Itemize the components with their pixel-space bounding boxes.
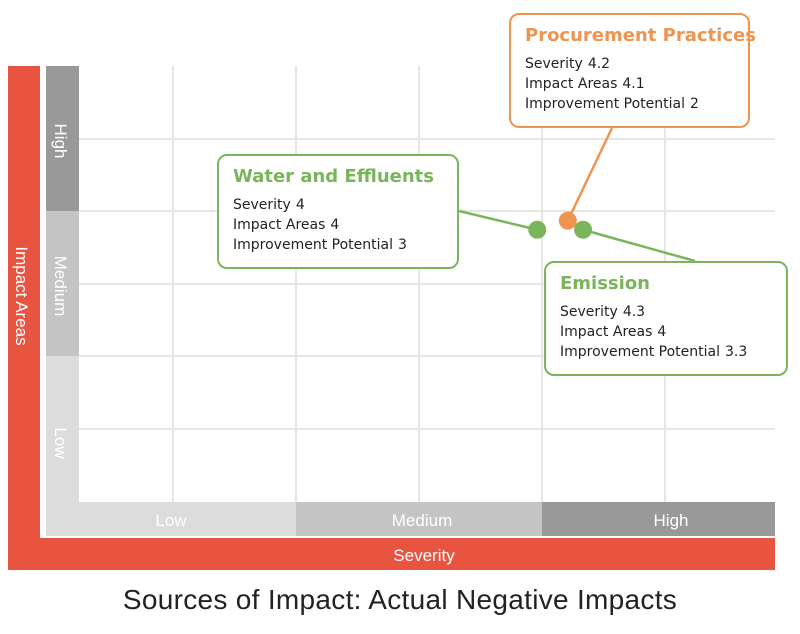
row-value: 4.1	[622, 76, 645, 92]
row-value: 2	[689, 96, 699, 112]
impact-areas-axis-label: Impact Areas	[12, 246, 31, 345]
row-label: Severity	[233, 197, 291, 213]
data-point-emission	[574, 220, 593, 239]
data-point-procurement-practices	[558, 211, 577, 230]
data-point-water-and-effluents	[528, 220, 547, 239]
y-tick-medium: Medium	[51, 256, 70, 316]
row-value: 4	[330, 217, 340, 233]
annotation-title: Procurement Practices	[525, 25, 756, 46]
row-label: Impact Areas	[233, 217, 326, 233]
leader-line-water-and-effluents	[458, 209, 538, 231]
x-band-medium	[296, 502, 542, 536]
chart-title: Sources of Impact: Actual Negative Impac…	[122, 584, 678, 615]
row-value: 3.3	[724, 344, 748, 360]
impact-areas-axis-bar	[8, 66, 40, 568]
x-tick-high: High	[654, 511, 689, 530]
row-value: 4	[657, 324, 667, 340]
row-label: Severity	[525, 56, 583, 72]
row-label: Impact Areas	[560, 324, 653, 340]
row-label: Improvement Potential	[525, 96, 685, 112]
annotation-title: Water and Effluents	[233, 166, 434, 187]
x-band-high	[542, 502, 775, 536]
annotation-title: Emission	[560, 273, 650, 294]
row-label: Severity	[560, 304, 618, 320]
x-band-low	[46, 502, 296, 536]
row-value: 3	[397, 237, 407, 253]
y-band-medium	[46, 211, 79, 356]
row-label: Impact Areas	[525, 76, 618, 92]
y-tick-low: Low	[51, 427, 70, 459]
y-band-high	[46, 66, 79, 211]
leader-line-procurement-practices	[566, 127, 614, 222]
leader-line-emission	[582, 228, 696, 263]
row-value: 4.3	[622, 304, 646, 320]
x-tick-low: Low	[155, 511, 187, 530]
severity-axis-label: Severity	[393, 546, 455, 565]
x-tick-medium: Medium	[392, 511, 452, 530]
row-value: 4.2	[587, 56, 611, 72]
row-label: Improvement Potential	[560, 344, 720, 360]
row-label: Improvement Potential	[233, 237, 393, 253]
severity-axis-bar	[8, 538, 775, 570]
row-value: 4	[295, 197, 305, 213]
y-tick-high: High	[51, 124, 70, 159]
